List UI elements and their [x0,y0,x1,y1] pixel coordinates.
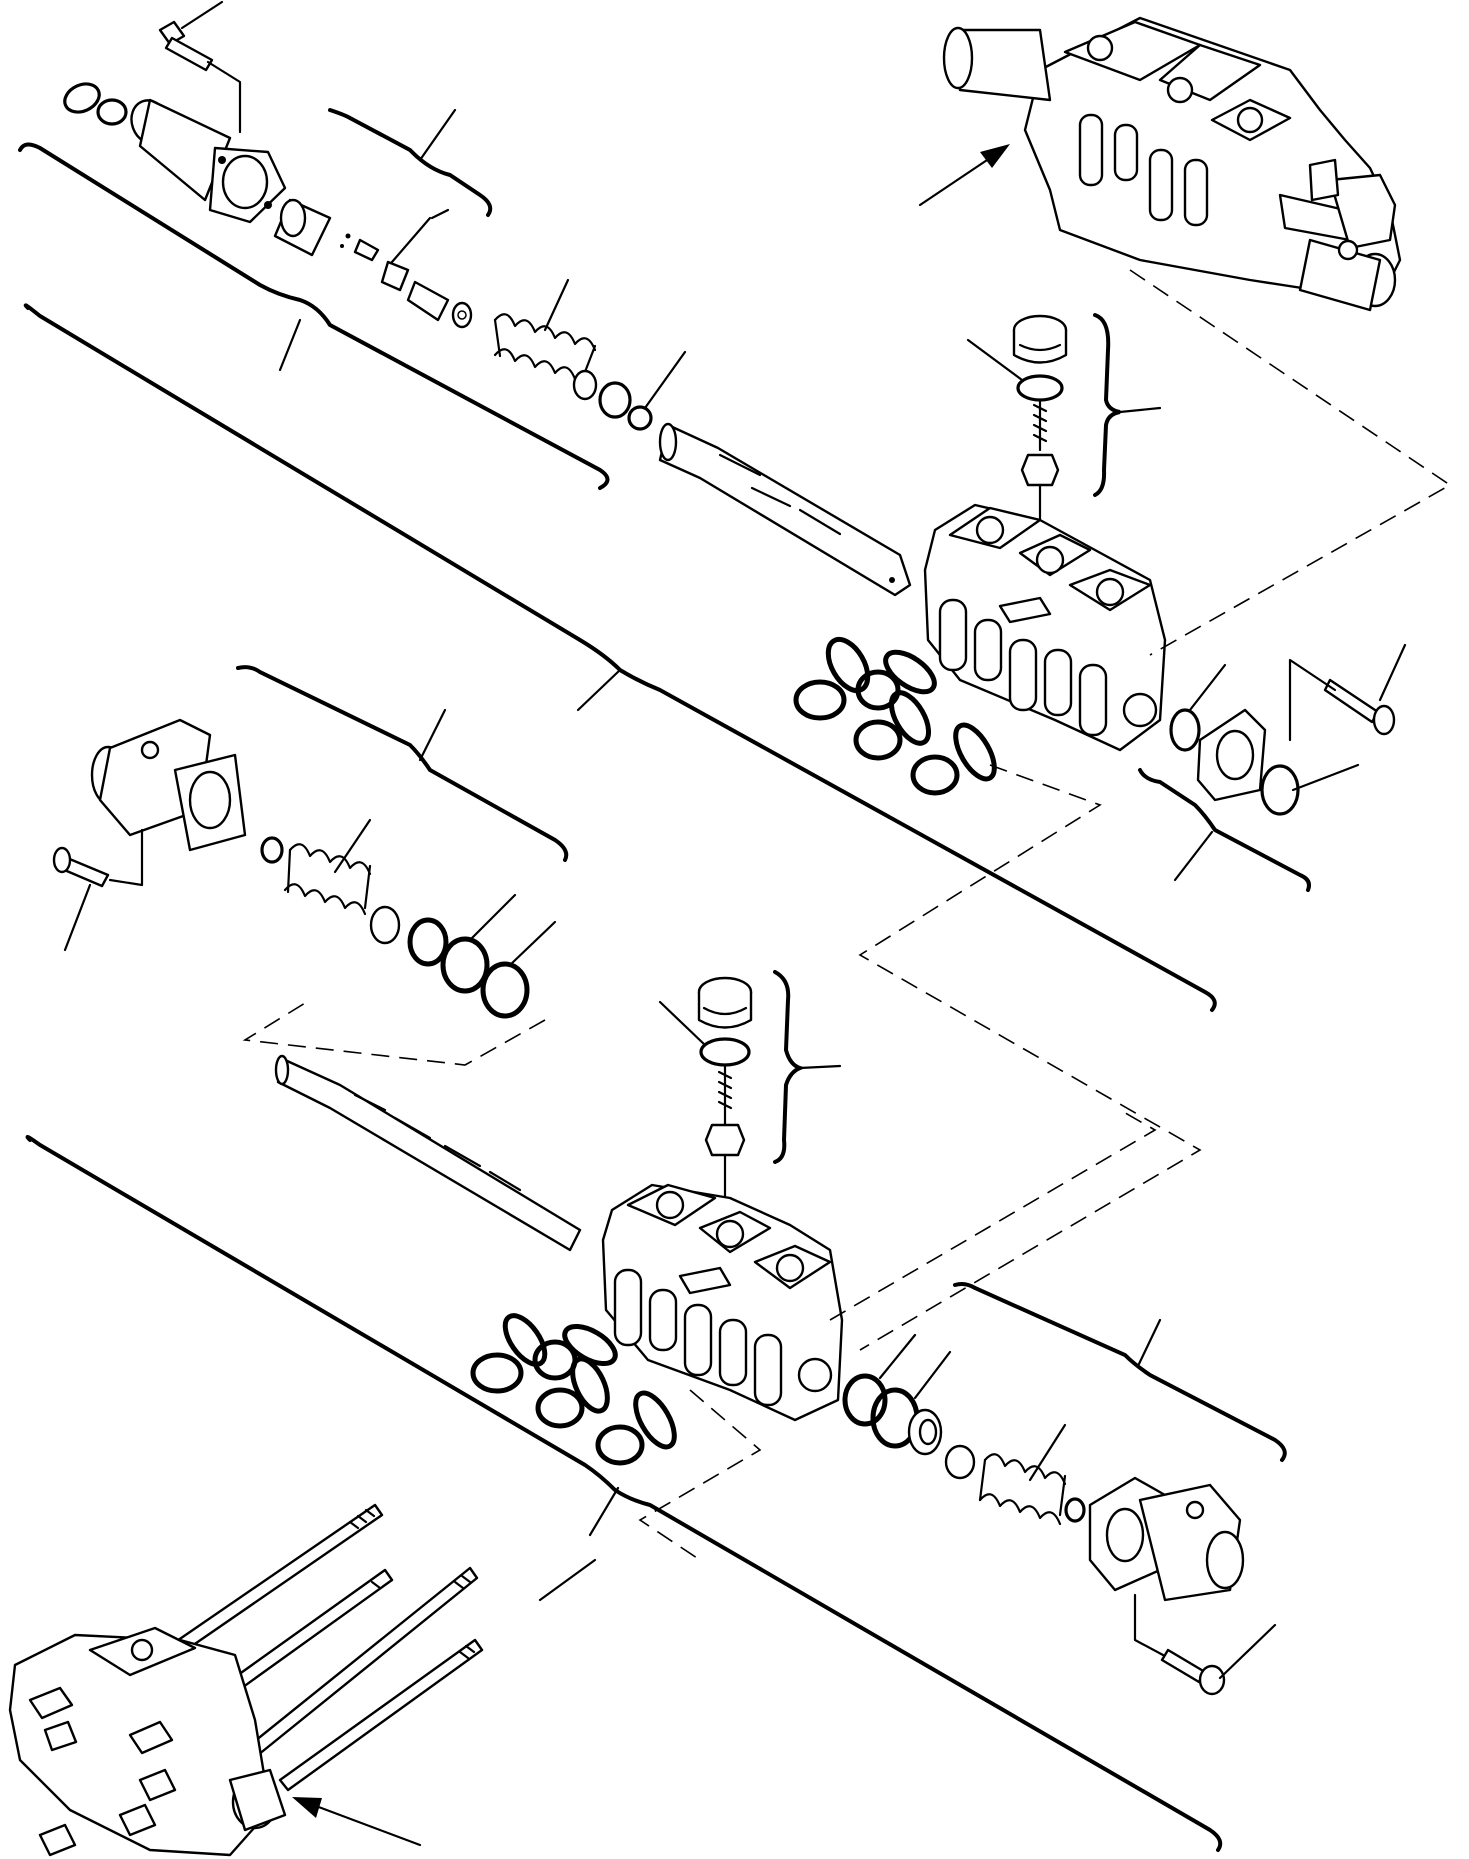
valve-body-icon [923,503,1167,752]
bolt-icon [1133,1593,1277,1696]
brace-icon [23,303,1217,1012]
arrow-icon [292,1797,422,1847]
assembly-leader-dashed [242,999,546,1066]
valve-body-icon [601,1183,844,1422]
spool-icon [273,198,473,329]
o-ring-icon [369,893,557,1019]
cap-icon [1196,708,1360,816]
spring-icon [283,818,372,916]
cap-icon [1088,1476,1245,1602]
bolt-icon [158,0,242,134]
valve-body-icon [8,1503,484,1857]
o-ring-icon [470,1313,677,1466]
bolt-icon [1288,643,1407,742]
brace-icon [773,970,842,1164]
brace-icon [1093,313,1162,497]
brace-icon [18,142,610,490]
o-ring-icon [63,82,128,126]
assembly-leader-dashed [858,269,1452,1351]
o-ring-icon [842,1333,976,1480]
o-ring-icon [1169,663,1227,752]
spool-icon [658,422,912,597]
o-ring-icon [572,350,687,431]
brace-icon [328,108,493,217]
spool-icon [274,1054,582,1252]
brace-icon [1138,768,1311,892]
arrow-icon [918,144,1010,207]
spring-icon [978,1423,1086,1526]
cap-icon [90,718,247,852]
brace-icon [236,665,569,862]
o-ring-icon [793,636,997,796]
assembly-leader-dashed [638,1109,1157,1561]
spring-icon [493,278,597,392]
brace-icon [953,1282,1287,1462]
brace-icon [25,1134,1223,1852]
bolt-icon [52,828,144,952]
cap-icon [130,98,287,224]
valve-body-icon [942,16,1402,312]
o-ring-icon [260,836,284,864]
